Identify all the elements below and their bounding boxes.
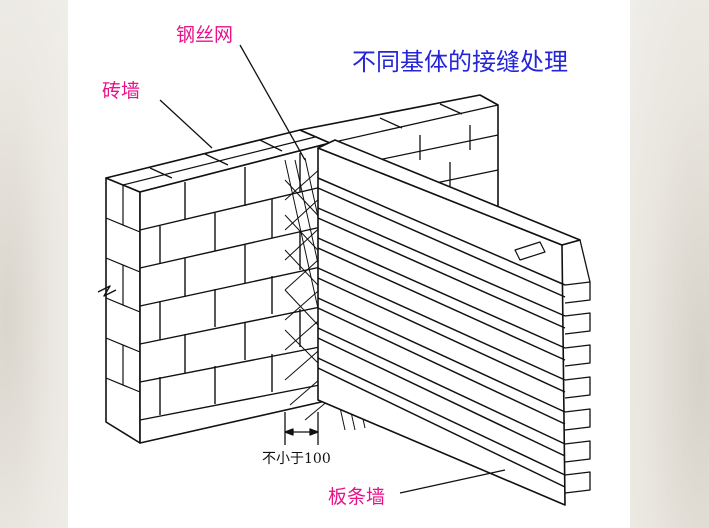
background-left-decoration — [0, 0, 68, 528]
break-mark — [97, 285, 117, 297]
leader-lines — [159, 44, 506, 494]
mesh-label: 钢丝网 — [176, 24, 234, 46]
diagram-title: 不同基体的接缝处理 — [352, 48, 568, 76]
dimension-label: 不小于100 — [262, 451, 331, 467]
panel-wall-drawing — [317, 139, 591, 506]
panel-wall-face — [317, 147, 566, 506]
brick-wall-label: 砖墙 — [102, 80, 141, 102]
panel-stud-detail — [514, 241, 546, 261]
dimension-marker — [284, 412, 319, 445]
background-right-decoration — [629, 0, 709, 528]
panel-wall-label: 板条墙 — [328, 486, 386, 508]
